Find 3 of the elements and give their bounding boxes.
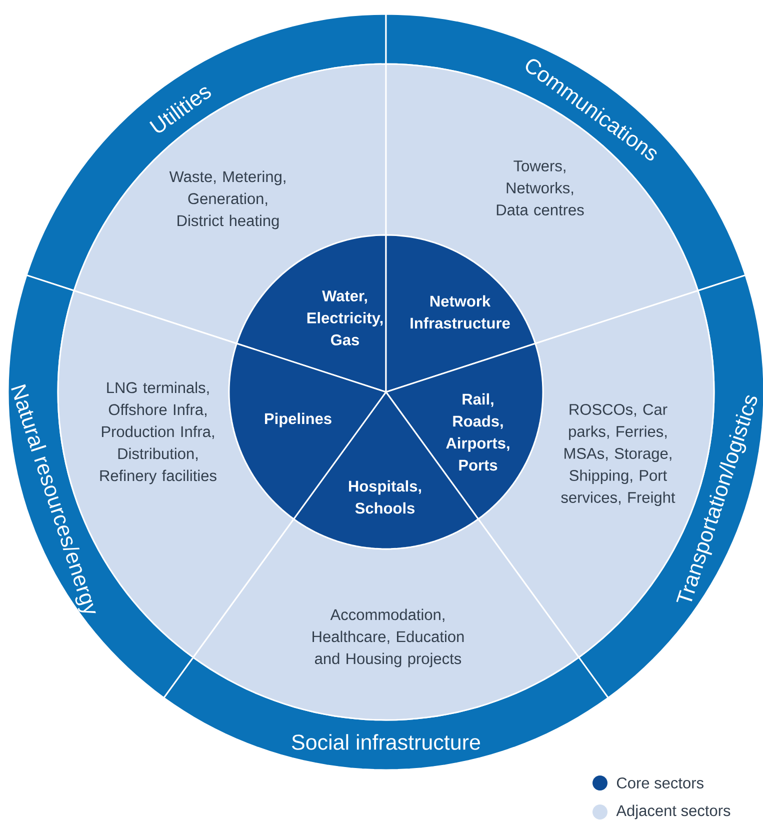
legend-label: Adjacent sectors	[616, 804, 730, 820]
adjacent-sector: Accommodation, Healthcare, Education and Housing projects	[192, 518, 580, 721]
legend-label: Core sectors	[616, 778, 704, 788]
